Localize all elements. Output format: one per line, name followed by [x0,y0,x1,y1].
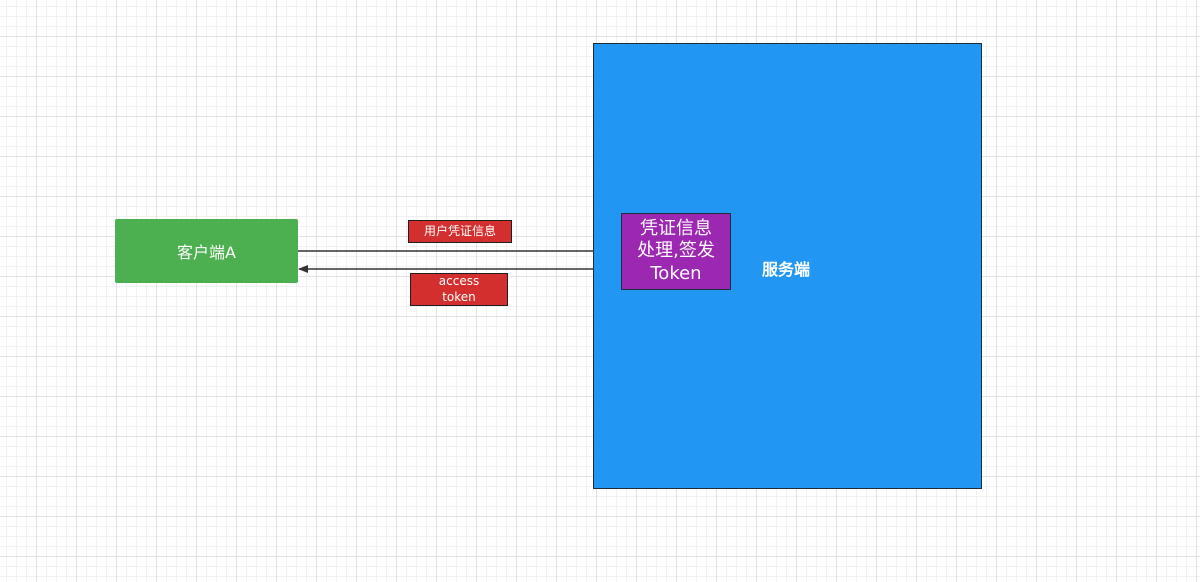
server-label: 服务端 [761,260,810,279]
client-label: 客户端A [177,243,236,262]
token-process-node[interactable]: 凭证信息 处理,签发 Token [621,213,731,290]
credentials-edge-text: 用户凭证信息 [423,223,496,238]
credentials-edge-label: 用户凭证信息 [408,220,512,243]
access-token-edge-label: access token [410,273,508,306]
token-process-label: 凭证信息 处理,签发 Token [637,217,715,284]
client-node[interactable]: 客户端A [115,219,298,283]
access-token-edge-text: access token [438,273,480,304]
